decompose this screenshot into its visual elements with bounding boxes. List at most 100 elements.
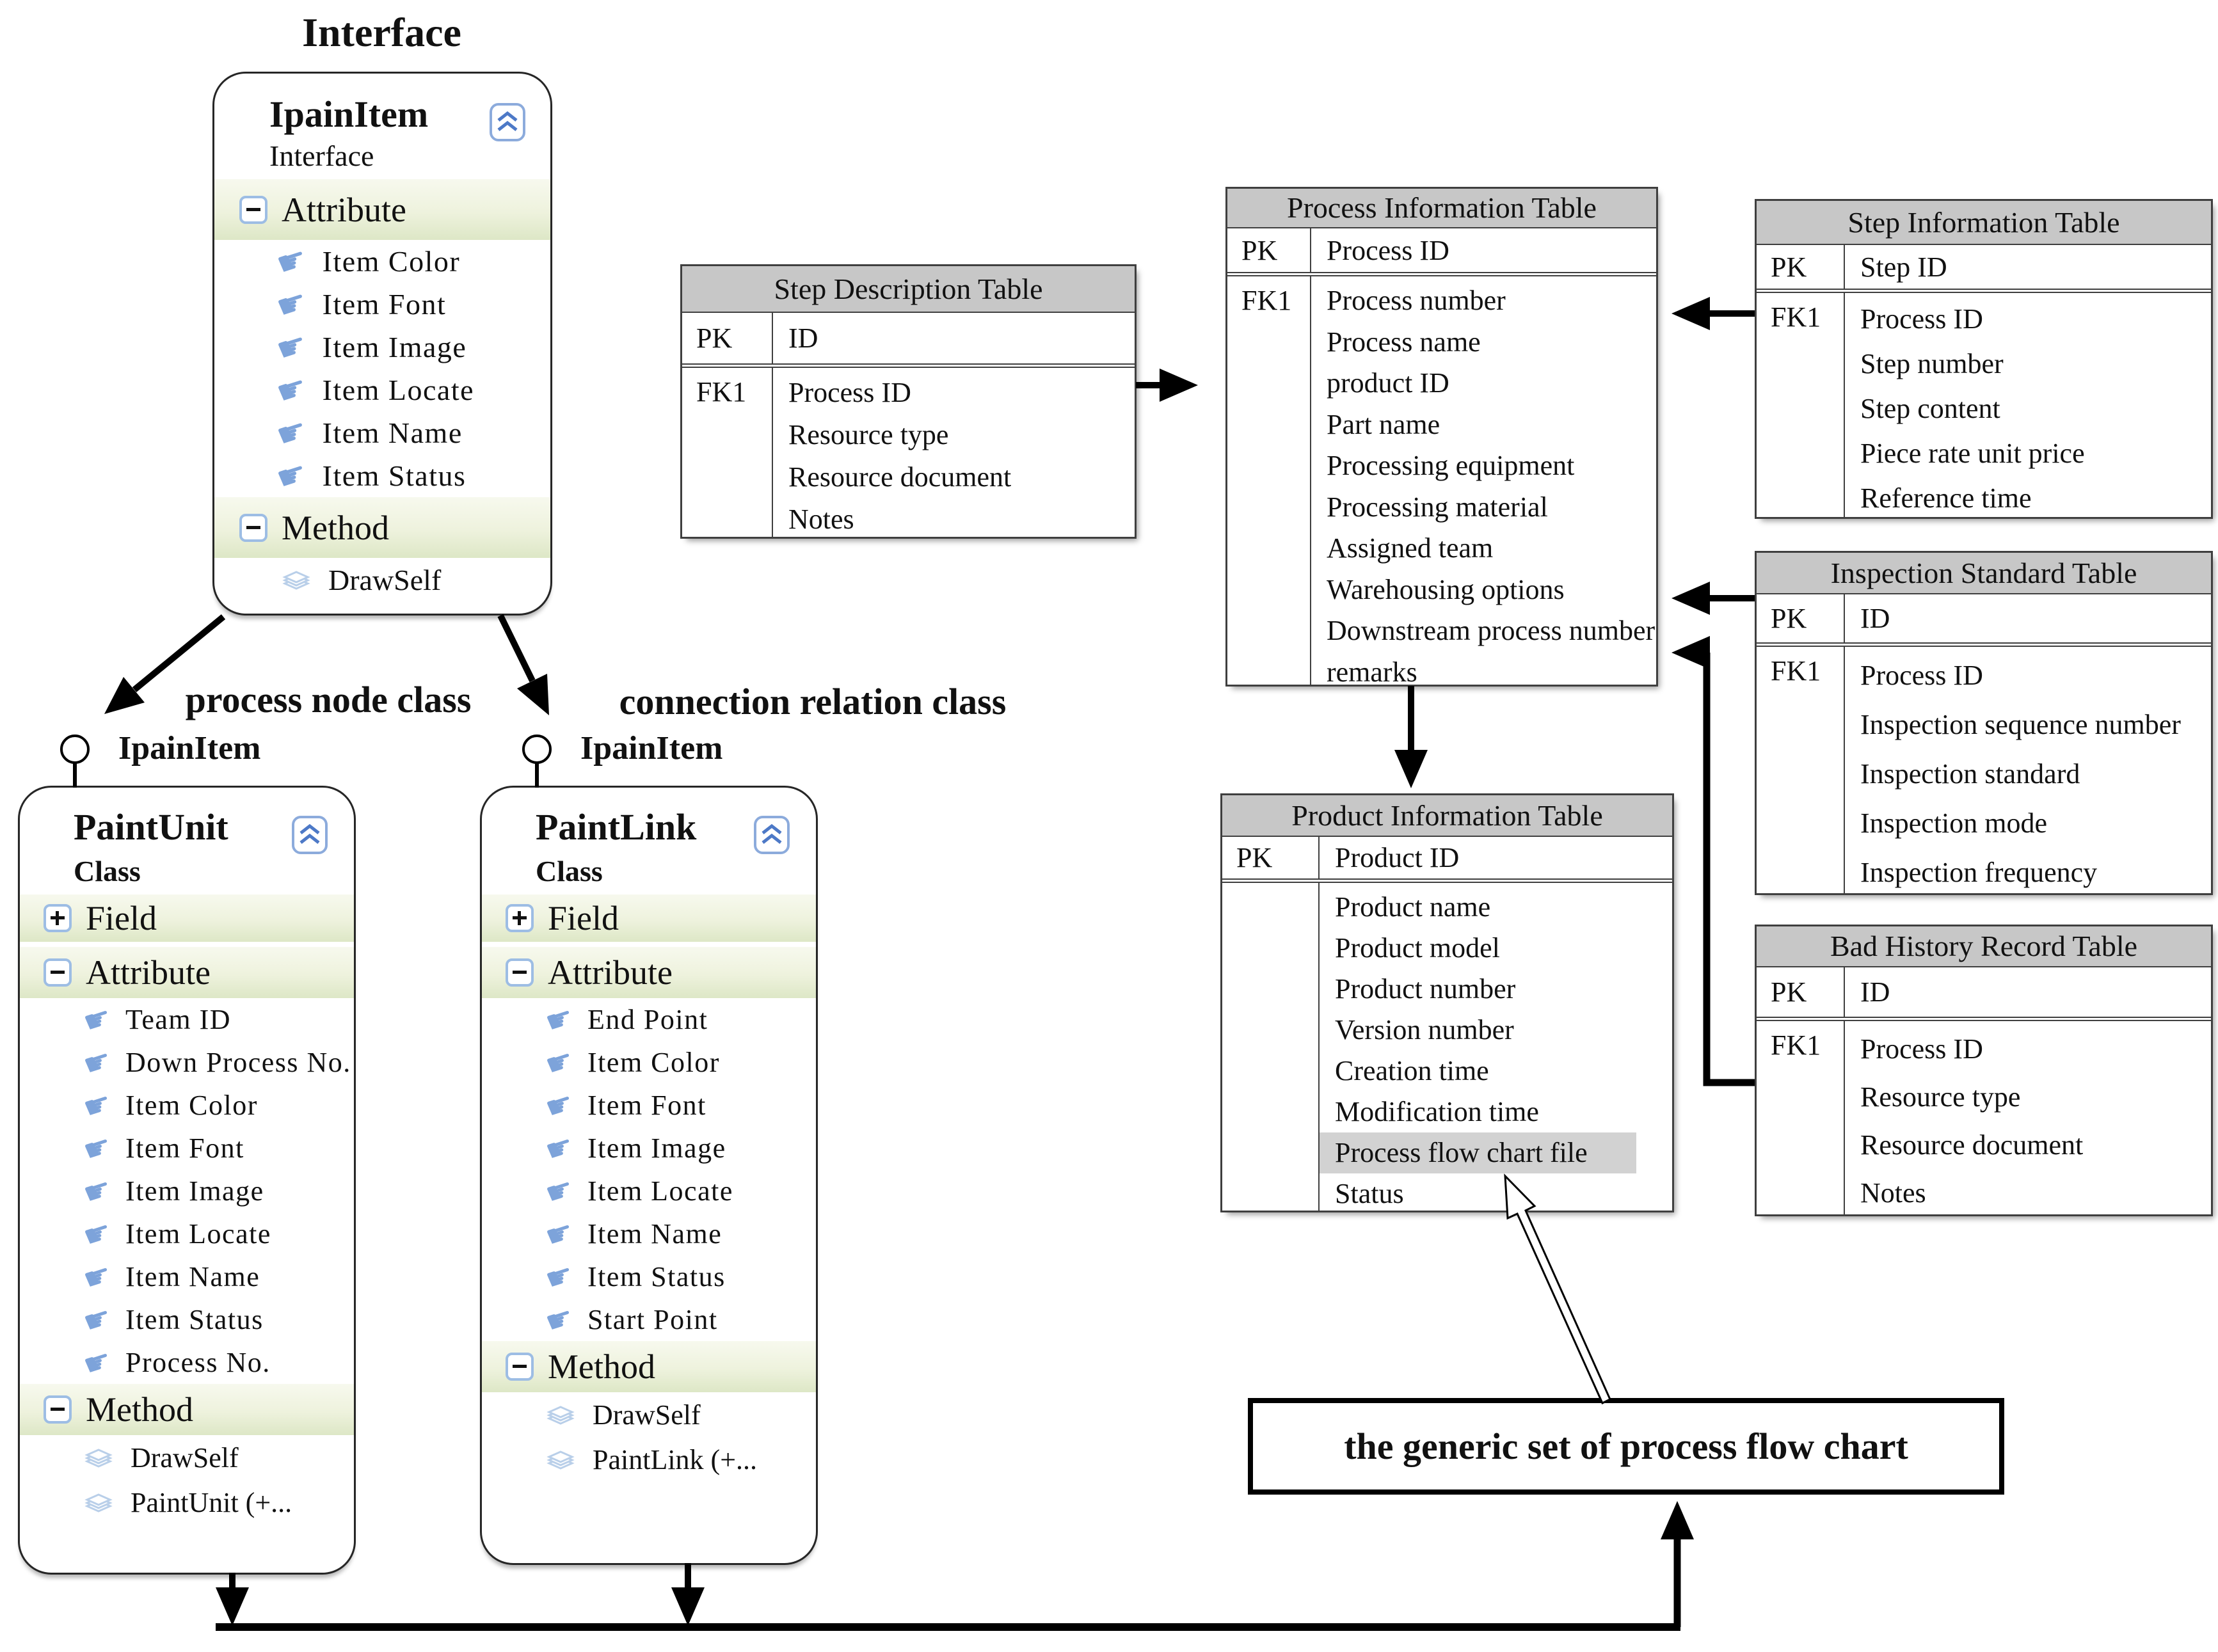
attribute-row: ☛ Item Image: [271, 324, 467, 370]
method-section-header: Method: [482, 1341, 816, 1392]
hand-icon: ☛: [79, 1255, 116, 1298]
table-product-information: Product Information Table PK Product ID …: [1220, 793, 1674, 1212]
collapse-button[interactable]: [292, 816, 328, 854]
hand-icon: ☛: [79, 1084, 116, 1127]
attribute-row: ☛ Process No.: [79, 1341, 271, 1384]
collapse-minus-icon[interactable]: [44, 1395, 72, 1424]
lollipop-label-paintunit: IpainItem: [118, 730, 261, 766]
attribute-row: ☛ Item Status: [271, 452, 467, 499]
hand-icon: ☛: [541, 1127, 578, 1170]
attribute-row: ☛ Item Locate: [79, 1212, 271, 1255]
table-row: Resource document: [788, 461, 1012, 493]
table-row: Piece rate unit price: [1860, 438, 2085, 469]
hand-icon: ☛: [271, 367, 312, 413]
method-row: DrawSelf: [20, 1435, 354, 1480]
table-row: Resource type: [1860, 1081, 2021, 1113]
collapse-minus-icon[interactable]: [239, 195, 267, 224]
attribute-section-header: Attribute: [482, 947, 816, 998]
attribute-row: ☛ Down Process No.: [79, 1041, 351, 1084]
collapse-button[interactable]: [490, 103, 525, 141]
table-row: Step content: [1860, 393, 2000, 424]
collapse-minus-icon[interactable]: [44, 958, 72, 987]
class-stereotype: Interface: [269, 139, 374, 172]
notes-icon: [547, 1450, 575, 1470]
attribute-row: ☛ Start Point: [541, 1298, 718, 1341]
method-section-header: Method: [214, 497, 550, 558]
collapse-minus-icon[interactable]: [506, 1353, 534, 1381]
attribute-list: ☛ End Point ☛ Item Color ☛ Item Font ☛ I…: [482, 998, 816, 1341]
table-row: Modification time: [1335, 1096, 1539, 1127]
table-row: Notes: [1860, 1177, 1926, 1209]
attribute-row: ☛ Item Color: [271, 238, 461, 285]
attribute-row: ☛ Item Color: [541, 1041, 720, 1084]
pk-label: PK: [1757, 245, 1845, 289]
notes-icon: [84, 1493, 113, 1513]
collapse-minus-icon[interactable]: [239, 513, 267, 542]
table-row: product ID: [1327, 367, 1449, 399]
field-section-header: Field: [20, 894, 354, 942]
arrow-stepinfo-to-processinfo: [1671, 297, 1755, 330]
arrow-paintunit-down: [216, 1573, 249, 1626]
attribute-section-header: Attribute: [214, 179, 550, 240]
fk-label: FK1: [1757, 293, 1845, 517]
table-row: Process ID: [1860, 303, 1983, 335]
table-row: Process ID: [788, 377, 911, 408]
attribute-row: ☛ Item Name: [541, 1212, 722, 1255]
pk-value: Product ID: [1335, 842, 1460, 873]
table-row: Step number: [1860, 348, 2004, 379]
table-step-information: Step Information Table PK Step ID FK1 Pr…: [1755, 199, 2213, 519]
arrow-processinfo-to-productinfo: [1394, 686, 1428, 788]
pk-label: PK: [1222, 837, 1320, 878]
expand-plus-icon[interactable]: [44, 904, 72, 932]
hand-icon: ☛: [541, 1041, 578, 1084]
table-row: Version number: [1335, 1014, 1514, 1045]
table-title: Bad History Record Table: [1757, 926, 2211, 967]
hand-icon: ☛: [79, 998, 116, 1041]
class-title: PaintUnit: [74, 806, 228, 848]
collapse-minus-icon[interactable]: [506, 958, 534, 987]
attribute-row: ☛ Item Locate: [271, 367, 475, 413]
attribute-section-header: Attribute: [20, 947, 354, 998]
arrow-inspection-to-processinfo: [1671, 582, 1755, 615]
hand-icon: ☛: [79, 1127, 116, 1170]
hand-icon: ☛: [79, 1041, 116, 1084]
pk-value: ID: [1860, 603, 1890, 634]
table-row: Inspection frequency: [1860, 857, 2098, 888]
hand-icon: ☛: [541, 1255, 578, 1298]
table-title: Step Description Table: [682, 266, 1135, 313]
method-list: DrawSelf PaintLink (+...: [482, 1392, 816, 1482]
table-row: Process flow chart file: [1320, 1132, 1636, 1173]
class-title: IpainItem: [269, 93, 429, 135]
notes-icon: [282, 571, 310, 590]
table-row: Process number: [1327, 285, 1506, 316]
hand-icon: ☛: [271, 452, 312, 499]
hand-icon: ☛: [271, 238, 312, 285]
attribute-row: ☛ End Point: [541, 998, 708, 1041]
method-list: DrawSelf PaintUnit (+...: [20, 1435, 354, 1525]
table-row: Resource type: [788, 419, 949, 450]
table-row: Status: [1335, 1178, 1404, 1209]
collapse-button[interactable]: [754, 816, 790, 854]
table-row: Process ID: [1860, 660, 1983, 691]
attribute-row: ☛ Item Name: [79, 1255, 260, 1298]
hand-icon: ☛: [541, 1084, 578, 1127]
expand-plus-icon[interactable]: [506, 904, 534, 932]
hand-icon: ☛: [79, 1341, 116, 1384]
hand-icon: ☛: [271, 281, 312, 328]
fk-label: FK1: [1757, 1021, 1845, 1214]
table-row: remarks: [1327, 656, 1417, 688]
pk-value: ID: [788, 322, 818, 354]
chevron-double-up-icon: [762, 823, 782, 844]
table-row: Product model: [1335, 932, 1500, 964]
table-row: Reference time: [1860, 482, 2032, 514]
pk-value: Step ID: [1860, 251, 1947, 283]
fk-label: FK1: [682, 368, 773, 537]
hand-icon: ☛: [79, 1298, 116, 1341]
attribute-row: ☛ Item Locate: [541, 1170, 733, 1212]
method-row: DrawSelf: [482, 1392, 816, 1437]
hand-icon: ☛: [79, 1212, 116, 1255]
attribute-list: ☛ Item Color ☛ Item Font ☛ Item Image ☛ …: [214, 238, 550, 499]
table-inspection-standard: Inspection Standard Table PK ID FK1 Proc…: [1755, 551, 2213, 895]
lollipop-paintunit: [60, 735, 90, 788]
connection-relation-class-label: connection relation class: [619, 681, 1007, 722]
